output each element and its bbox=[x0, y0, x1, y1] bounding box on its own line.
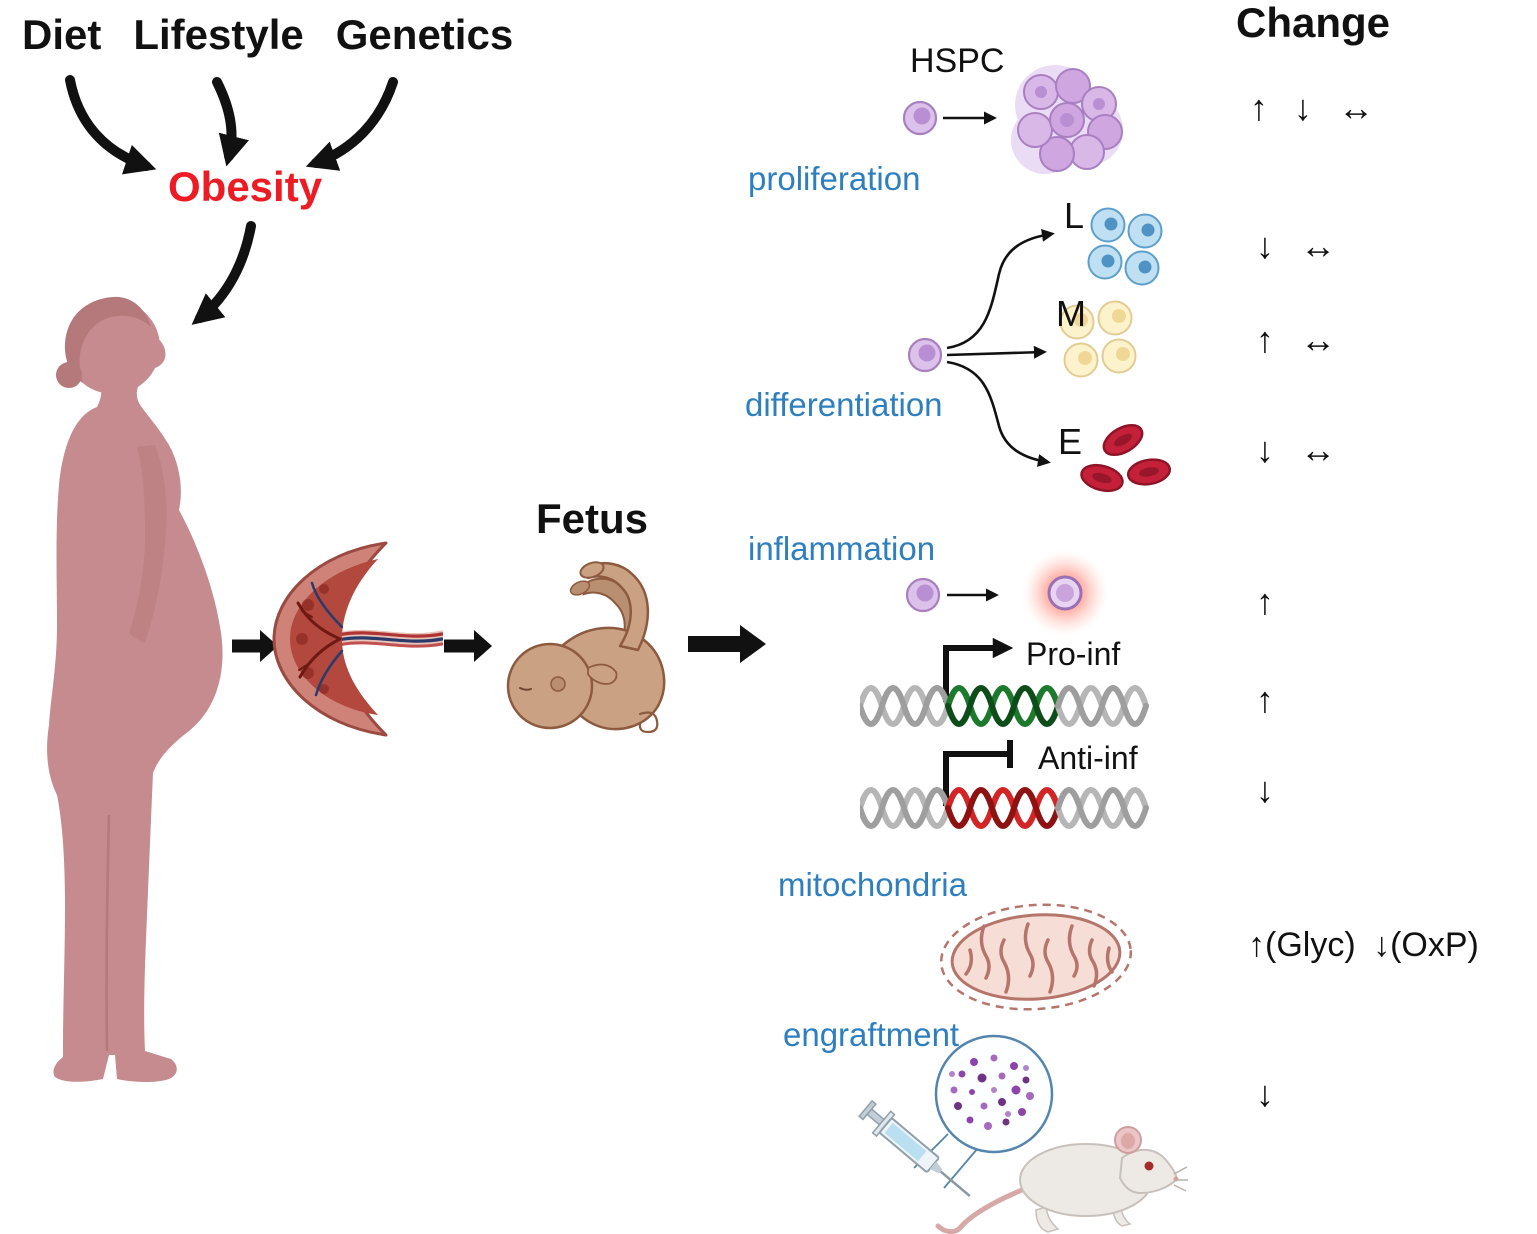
fetus-umbilical-curl bbox=[638, 711, 659, 734]
causes-row: Diet Lifestyle Genetics bbox=[22, 14, 513, 56]
change-erythroid: ↓ ↔ bbox=[1256, 429, 1337, 470]
change-myeloid: ↑ ↔ bbox=[1256, 319, 1337, 360]
woman-arm bbox=[129, 445, 167, 643]
woman-body bbox=[47, 379, 223, 1082]
cause-diet: Diet bbox=[22, 11, 102, 58]
differentiation-illustration bbox=[907, 207, 1172, 493]
cord-artery-1 bbox=[336, 631, 443, 638]
placenta-arteries bbox=[296, 601, 342, 679]
mouse-eye bbox=[1144, 1161, 1154, 1171]
hspc-cluster bbox=[1011, 65, 1123, 174]
diet-arrow bbox=[65, 75, 157, 175]
myeloid-nuclei bbox=[1074, 309, 1130, 365]
change-lymphoid: ↓ ↔ bbox=[1256, 225, 1337, 266]
woman-hair bbox=[64, 296, 151, 383]
woman-hair-bun bbox=[56, 362, 82, 388]
engraftment-label: engraftment bbox=[783, 1016, 960, 1053]
mother-to-placenta-arrow bbox=[232, 630, 278, 662]
dna-helix bbox=[860, 787, 1149, 829]
fetus-eye bbox=[519, 687, 532, 691]
obesity-label: Obesity bbox=[168, 163, 323, 210]
hspc-dots bbox=[949, 1054, 1034, 1130]
anti-inf-label: Anti-inf bbox=[1038, 740, 1138, 776]
pro-inf-label: Pro-inf bbox=[1026, 636, 1121, 672]
placenta-illustration bbox=[272, 541, 443, 737]
cord-vein bbox=[336, 636, 443, 643]
erythroid-label: E bbox=[1058, 421, 1083, 462]
mouse-tail bbox=[935, 1187, 1025, 1234]
mouse-whiskers bbox=[1173, 1166, 1188, 1192]
cause-arrows bbox=[65, 75, 398, 325]
obesity-to-mother-arrow bbox=[191, 221, 256, 325]
fetus-illustration bbox=[506, 561, 666, 734]
hspc-label: HSPC bbox=[910, 42, 1005, 80]
cord-artery-2 bbox=[336, 641, 443, 648]
repression-bar-arrow bbox=[943, 751, 1010, 806]
lifestyle-arrow bbox=[212, 77, 249, 167]
fetus-ear bbox=[550, 676, 566, 692]
lymphoid-cells bbox=[1087, 207, 1163, 286]
syringe-icon bbox=[858, 1099, 971, 1197]
cause-genetics: Genetics bbox=[335, 11, 514, 58]
hspc-cell bbox=[907, 337, 943, 373]
change-header: Change bbox=[1236, 0, 1391, 46]
myeloid-label: M bbox=[1056, 293, 1086, 334]
woman-face-profile bbox=[145, 335, 166, 369]
fetus-foot-front bbox=[579, 561, 605, 579]
mito-inner-body bbox=[950, 913, 1122, 1001]
mouse-rear-leg bbox=[1035, 1206, 1060, 1233]
hspc-cell bbox=[905, 577, 941, 613]
mouse-head bbox=[1118, 1148, 1179, 1195]
cause-lifestyle: Lifestyle bbox=[133, 11, 304, 58]
woman-leg-seam bbox=[105, 814, 111, 1052]
promoter-arrow bbox=[943, 637, 1014, 702]
placenta-veins bbox=[310, 581, 344, 697]
fetus-head bbox=[506, 642, 594, 730]
anti-inf-gene-illustration bbox=[860, 740, 1149, 829]
magnified-cells-circle bbox=[934, 1034, 1054, 1154]
change-mitochondria: ↑(Glyc) ↓(OxP) bbox=[1248, 926, 1479, 964]
proliferation-label: proliferation bbox=[748, 160, 921, 197]
mito-cristae bbox=[964, 922, 1114, 994]
inflammation-label: inflammation bbox=[748, 530, 936, 567]
fetus-label: Fetus bbox=[536, 495, 649, 542]
change-anti-inf: ↓ bbox=[1256, 769, 1274, 810]
change-pro-inf: ↑ bbox=[1256, 679, 1274, 720]
fetus-foot-back bbox=[569, 580, 591, 596]
fetus-arm bbox=[587, 663, 618, 685]
pro-inf-gene-illustration bbox=[860, 637, 1149, 727]
proliferation-illustration bbox=[902, 65, 1123, 174]
to-lymphoid-arrow bbox=[946, 228, 1055, 350]
engraftment-illustration bbox=[858, 1034, 1188, 1234]
to-myeloid-arrow bbox=[946, 345, 1047, 359]
mouse-illustration bbox=[935, 1126, 1188, 1234]
inflammation-illustration bbox=[905, 548, 1110, 638]
fetus-to-panel-arrow bbox=[688, 625, 766, 663]
placenta-to-fetus-arrow bbox=[444, 630, 492, 662]
erythroid-cells bbox=[1080, 423, 1172, 493]
mitochondria-label: mitochondria bbox=[778, 866, 967, 903]
genetics-arrow bbox=[305, 77, 398, 171]
hspc-cell bbox=[902, 100, 938, 136]
inflamed-cell bbox=[1020, 548, 1110, 638]
mouse-ear-inner bbox=[1121, 1133, 1135, 1149]
lymphoid-label: L bbox=[1064, 195, 1085, 236]
differentiation-label: differentiation bbox=[745, 386, 943, 423]
to-erythroid-arrow bbox=[946, 360, 1051, 467]
change-inflammation: ↑ bbox=[1256, 581, 1274, 622]
pregnant-woman-illustration bbox=[47, 296, 223, 1082]
dna-helix bbox=[860, 685, 1149, 727]
change-engraftment: ↓ bbox=[1256, 1073, 1274, 1114]
change-proliferation: ↑ ↓ ↔ bbox=[1250, 87, 1375, 128]
lymphoid-nuclei bbox=[1101, 217, 1155, 274]
mitochondria-illustration bbox=[939, 903, 1133, 1011]
